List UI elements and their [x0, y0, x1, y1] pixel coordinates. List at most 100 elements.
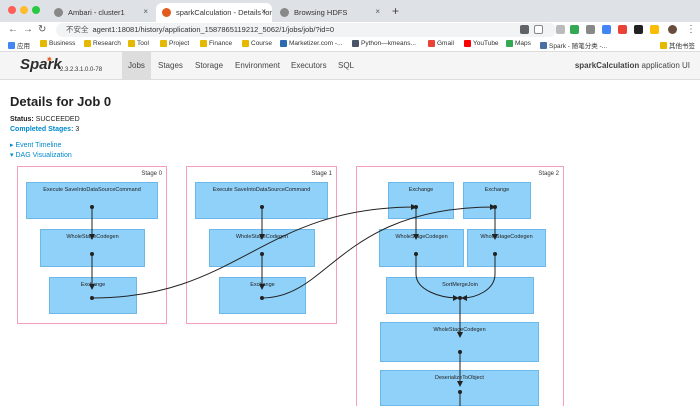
spark-logo[interactable]: Spark [20, 56, 62, 73]
tab-executors[interactable]: Executors [291, 61, 327, 70]
status-value: SUCCEEDED [35, 116, 80, 123]
op-exchange[interactable]: Exchange [49, 277, 137, 314]
close-tab-icon[interactable]: × [375, 7, 380, 16]
status-label: Status: [10, 116, 34, 123]
bookmark-marketizer[interactable]: Marketizer.com -... [280, 40, 342, 47]
spark-version: 2.3.2.3.1.0.0-78 [60, 67, 103, 73]
tab-jobs[interactable]: Jobs [122, 52, 151, 80]
extension-icon[interactable] [570, 25, 579, 34]
bookmark-label: 应用 [17, 43, 30, 50]
new-tab-button[interactable]: + [392, 4, 400, 18]
minimize-window-button[interactable] [20, 6, 28, 14]
maps-icon [506, 40, 513, 47]
op-whole-stage-codegen[interactable]: WholeStageCodegen [40, 229, 145, 267]
bookmark-label: Project [169, 40, 190, 47]
op-deserialize-to-object[interactable]: DeserializeToObject [380, 370, 539, 406]
bookmark-youtube[interactable]: YouTube [464, 40, 499, 47]
page-title: Details for Job 0 [10, 94, 112, 109]
bookmark-label: YouTube [473, 40, 499, 47]
extension-icon[interactable] [650, 25, 659, 34]
op-execute-save[interactable]: Execute SaveIntoDataSourceCommand [26, 182, 158, 219]
back-arrow-icon[interactable]: ← [8, 24, 18, 35]
caret-down-icon: ▾ [10, 152, 16, 159]
completed-stages: Completed Stages: 3 [10, 126, 79, 133]
tab-title: sparkCalculation - Details for J [176, 8, 272, 17]
browser-tab-ambari[interactable]: Ambari - cluster1 × [48, 3, 154, 22]
bookmark-tool[interactable]: Tool [128, 40, 149, 47]
close-tab-icon[interactable]: × [143, 7, 148, 16]
extension-icon[interactable] [586, 25, 595, 34]
bookmark-python-kmeans[interactable]: Python—kmeans... [352, 40, 416, 47]
blog-icon [540, 41, 547, 49]
job-status: Status: SUCCEEDED [10, 116, 80, 123]
completed-stages-value: 3 [75, 126, 80, 133]
bookmark-other[interactable]: 其他书签 [660, 40, 695, 50]
apps-icon [8, 41, 15, 49]
bookmark-gmail[interactable]: Gmail [428, 40, 454, 47]
bookmark-label: Marketizer.com -... [289, 40, 343, 47]
op-exchange[interactable]: Exchange [388, 182, 454, 219]
event-timeline-toggle[interactable]: ▸ Event Timeline [10, 141, 61, 149]
tab-stages[interactable]: Stages [158, 61, 183, 70]
bookmarks-bar: 应用 Business Research Tool Project Financ… [0, 38, 700, 52]
op-whole-stage-codegen[interactable]: WholeStageCodegen [379, 229, 464, 267]
url-text: agent1:18081/history/application_1587865… [92, 25, 335, 34]
bookmark-course[interactable]: Course [242, 40, 272, 47]
bookmark-spark-blog[interactable]: Spark - 随笔分类 -... [540, 40, 607, 50]
bookmark-star-icon[interactable] [534, 25, 543, 34]
op-sort-merge-join[interactable]: SortMergeJoin [386, 277, 534, 314]
spark-navbar: ✷ Spark 2.3.2.3.1.0.0-78 Jobs Stages Sto… [0, 52, 700, 80]
extension-icon[interactable] [618, 25, 627, 34]
bookmark-project[interactable]: Project [160, 40, 189, 47]
extension-icon[interactable] [556, 25, 565, 34]
bookmark-label: Spark - 随笔分类 -... [549, 43, 608, 50]
op-exchange[interactable]: Exchange [463, 182, 531, 219]
translate-icon[interactable] [520, 25, 529, 34]
folder-icon [84, 40, 91, 47]
completed-stages-link[interactable]: Completed Stages: [10, 126, 74, 133]
reload-icon[interactable]: ↻ [38, 24, 47, 35]
bookmark-label: Course [251, 40, 272, 47]
bookmark-business[interactable]: Business [40, 40, 75, 47]
op-execute-save[interactable]: Execute SaveIntoDataSourceCommand [195, 182, 328, 219]
maximize-window-button[interactable] [32, 6, 40, 14]
dag-visualization-toggle[interactable]: ▾ DAG Visualization [10, 151, 72, 159]
folder-icon [128, 40, 135, 47]
bookmark-finance[interactable]: Finance [200, 40, 232, 47]
forward-arrow-icon[interactable]: → [23, 24, 33, 35]
bookmark-research[interactable]: Research [84, 40, 121, 47]
menu-dots-icon[interactable]: ⋮ [686, 24, 696, 35]
close-tab-icon[interactable]: × [261, 7, 266, 16]
browser-tab-spark[interactable]: sparkCalculation - Details for J × [156, 3, 272, 22]
tab-title: Ambari - cluster1 [68, 8, 125, 17]
op-exchange[interactable]: Exchange [219, 277, 306, 314]
extension-icon[interactable] [634, 25, 643, 34]
bookmark-maps[interactable]: Maps [506, 40, 531, 47]
bookmark-label: Business [49, 40, 76, 47]
tab-environment[interactable]: Environment [235, 61, 280, 70]
browser-tab-hdfs[interactable]: Browsing HDFS × [274, 3, 386, 22]
tab-title: Browsing HDFS [294, 8, 348, 17]
close-window-button[interactable] [8, 6, 16, 14]
bookmark-label: Maps [515, 40, 531, 47]
op-whole-stage-codegen[interactable]: WholeStageCodegen [467, 229, 546, 267]
extension-icon[interactable] [602, 25, 611, 34]
folder-icon [660, 41, 667, 49]
bookmark-label: Python—kmeans... [361, 40, 416, 47]
tab-sql[interactable]: SQL [338, 61, 355, 70]
hdfs-favicon-icon [280, 8, 289, 17]
app-name: sparkCalculation application UI [575, 61, 690, 70]
profile-avatar[interactable] [668, 25, 677, 34]
op-whole-stage-codegen[interactable]: WholeStageCodegen [380, 322, 539, 362]
folder-icon [242, 40, 249, 47]
spark-star-icon: ✷ [46, 55, 53, 64]
stage-label: Stage 2 [538, 171, 559, 177]
tab-storage[interactable]: Storage [195, 61, 224, 70]
folder-icon [160, 40, 167, 47]
stage-label: Stage 1 [311, 171, 332, 177]
ambari-favicon-icon [54, 8, 63, 17]
bookmark-label: Research [93, 40, 121, 47]
op-whole-stage-codegen[interactable]: WholeStageCodegen [209, 229, 315, 267]
bookmark-apps[interactable]: 应用 [8, 40, 30, 50]
